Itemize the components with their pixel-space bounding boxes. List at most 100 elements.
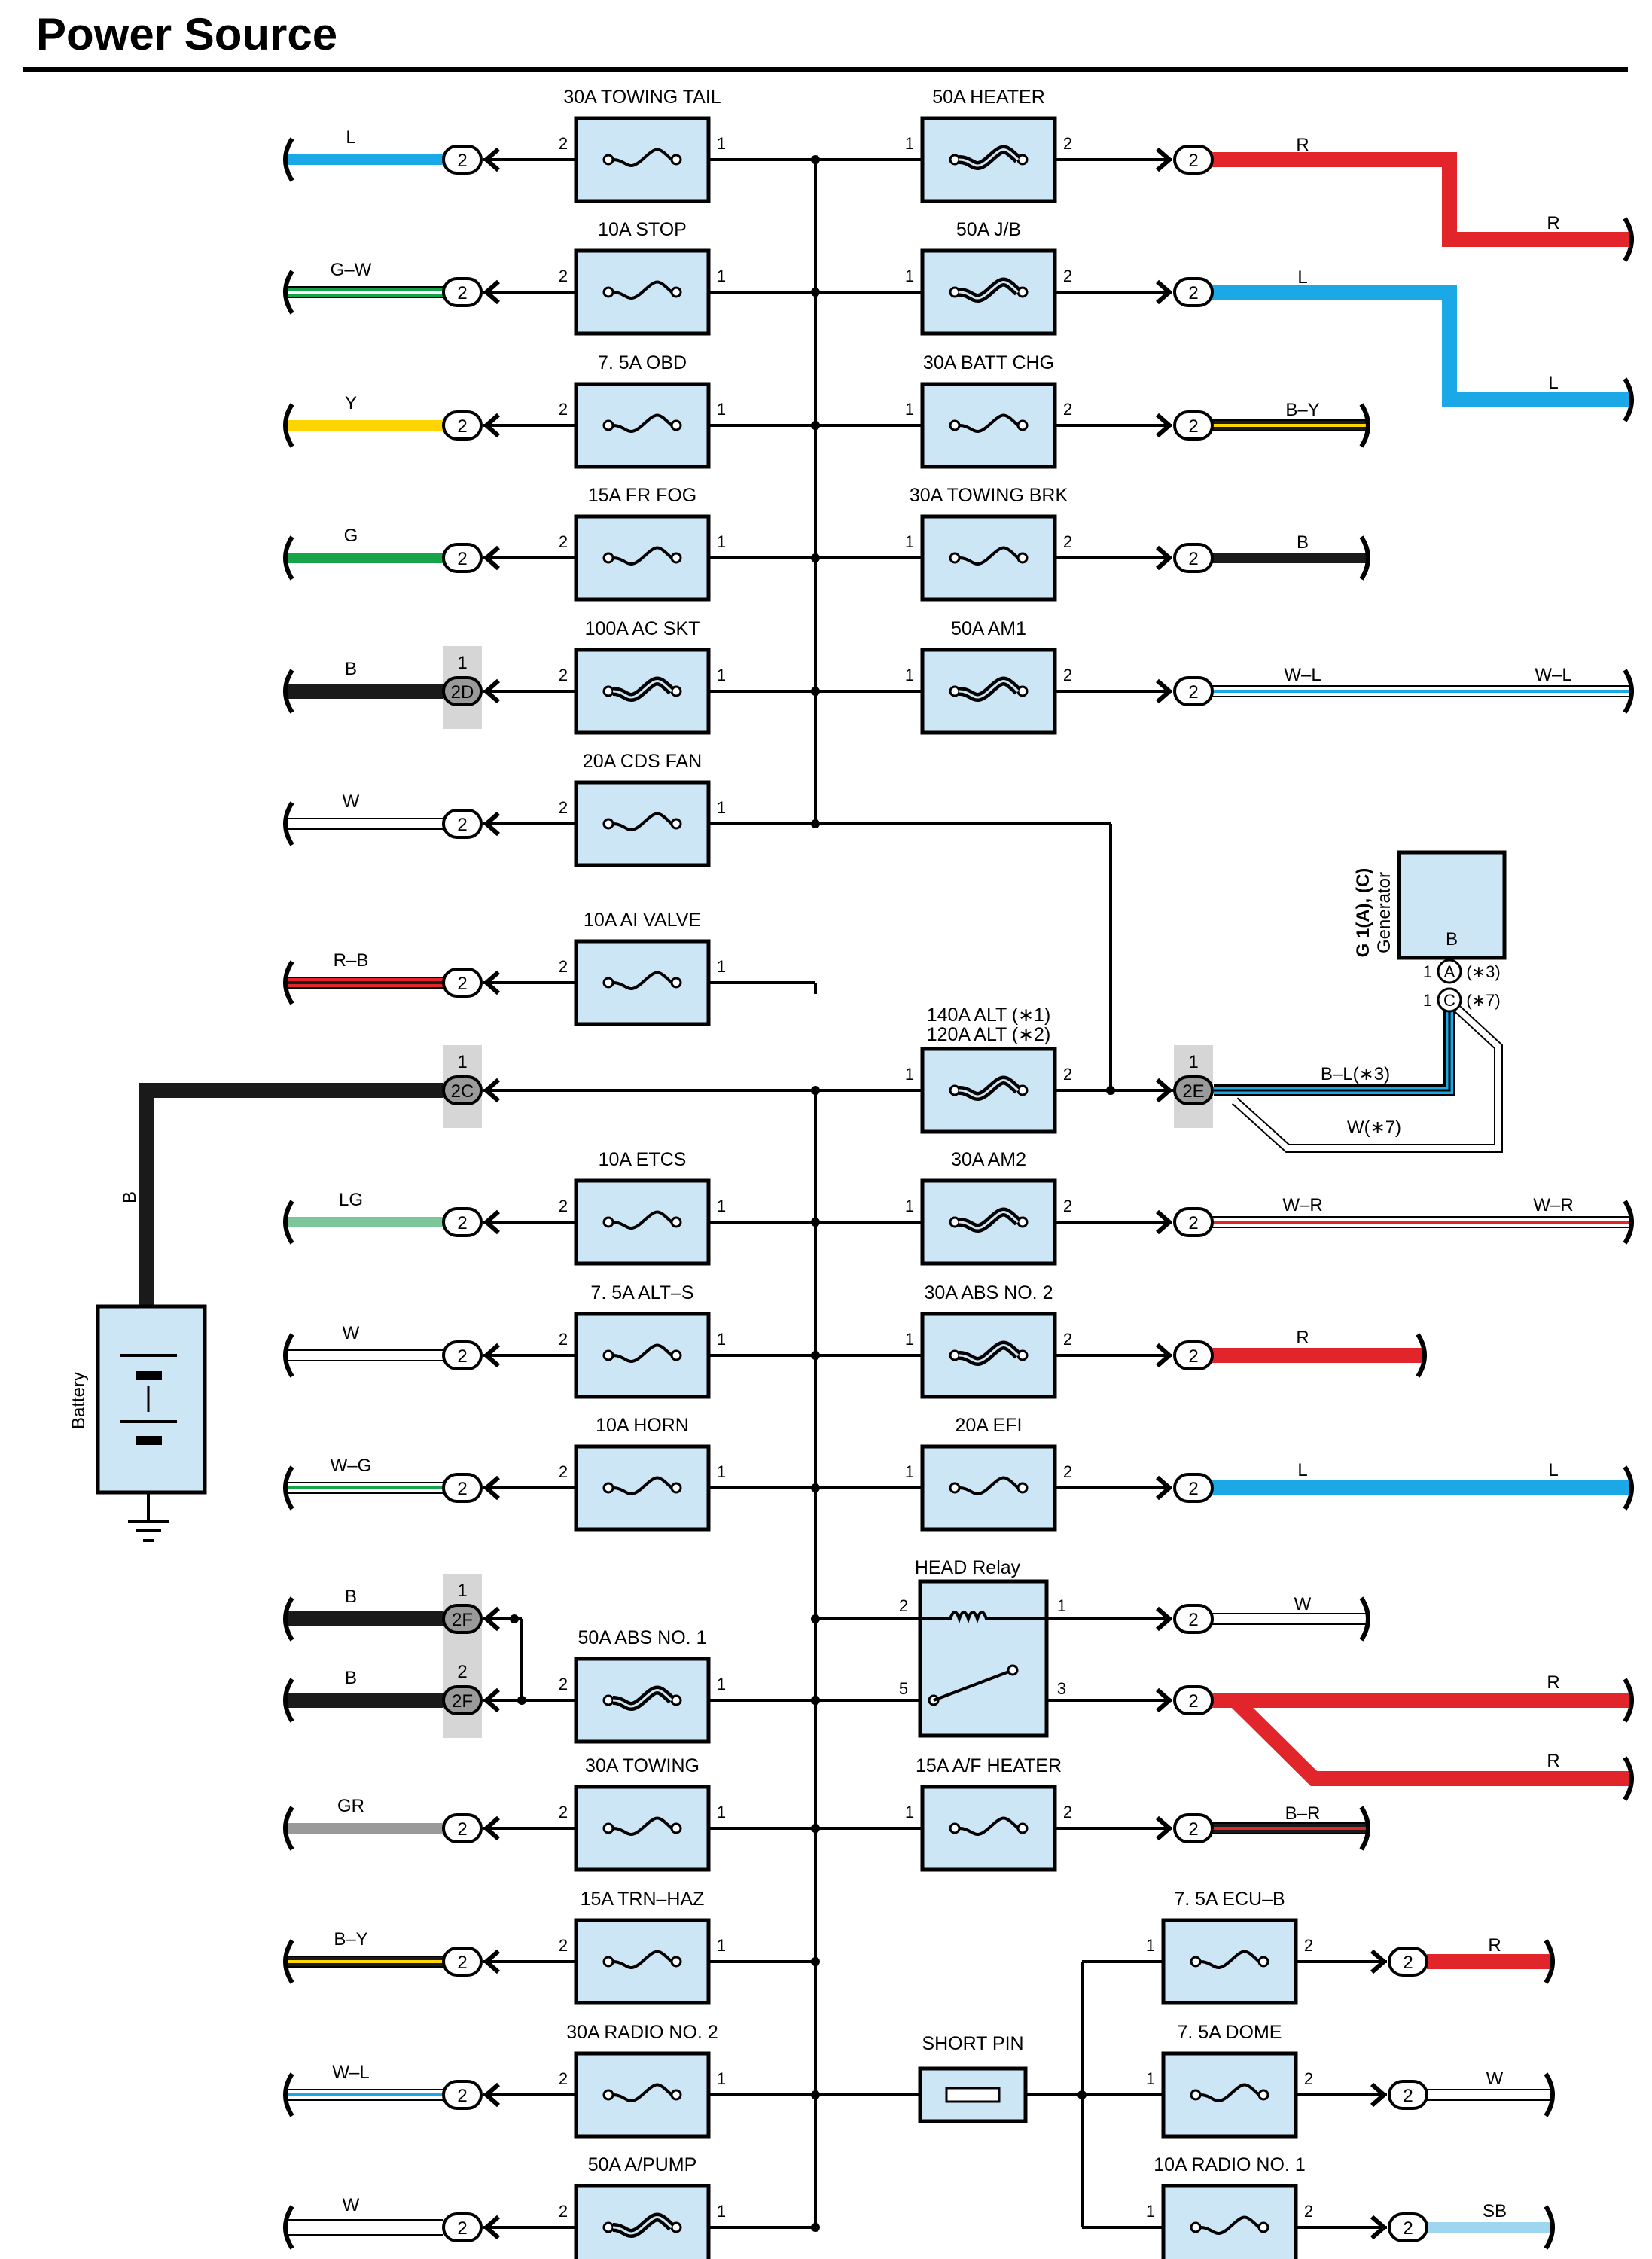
fuse-pin-left-ecu-b: 1 [1146, 1936, 1155, 1955]
fuse-pin-left-horn: 2 [559, 1462, 568, 1481]
connector-relay-3: 2 [1156, 1685, 1214, 1715]
fuse-label-towing: 30A TOWING [585, 1755, 700, 1776]
fuse-terminal [602, 1349, 614, 1361]
connector-fr-fog: 2 [442, 543, 500, 573]
wire-label-stop: G–W [331, 260, 372, 280]
wire-alt-w [1233, 999, 1501, 1151]
wire-label-towing-tail: L [346, 127, 355, 148]
fuse-terminal [602, 1956, 614, 1968]
fuse-label-ac-skt: 100A AC SKT [585, 618, 700, 639]
wire-jb [1212, 285, 1630, 407]
connector-arrow [1156, 1209, 1171, 1235]
relay-switch-blade [933, 1670, 1010, 1702]
connector-pill [1173, 1075, 1214, 1105]
connector-arrow [1156, 1343, 1171, 1368]
fuse-pin-right-heater: 2 [1063, 134, 1072, 153]
connector-battery: 2C [442, 1075, 500, 1105]
fuse-pin-right-trn-haz: 1 [717, 1936, 726, 1955]
fuse-terminal [949, 154, 961, 166]
fuse-ac-skt [574, 648, 711, 735]
fuse-pin-left-efi: 1 [905, 1462, 914, 1481]
connector-pill [442, 968, 483, 998]
battery-body [96, 1304, 207, 1495]
connector-radio-no1: 2 [1370, 2212, 1428, 2242]
fuse-terminal [670, 552, 682, 564]
connector-arrow [1156, 678, 1171, 704]
generator-pin-c: 1 [1423, 991, 1432, 1010]
connector-label: 2F [452, 1691, 473, 1712]
connector-label: 2 [1188, 416, 1198, 437]
fuse-pin-right-af-heater: 2 [1063, 1803, 1072, 1822]
connector-pill [1173, 1340, 1214, 1370]
fuse-label-towing-brk: 30A TOWING BRK [910, 485, 1068, 506]
fuse-trn-haz [574, 1918, 711, 2005]
connector-label: 2 [1403, 1953, 1413, 1973]
wire-label-efi: L [1297, 1460, 1307, 1480]
connector-label: 2 [1188, 151, 1198, 171]
page-title: Power Source [36, 9, 337, 59]
fuse-body [1161, 2051, 1298, 2139]
fuse-pin-left-heater: 1 [905, 134, 914, 153]
generator [1397, 850, 1507, 1013]
connector-pill [1173, 1813, 1214, 1843]
fuse-pin-left-radio-no2: 2 [559, 2069, 568, 2088]
fuse-body [1161, 2184, 1298, 2259]
connector-pin-ac-skt: 1 [457, 653, 467, 673]
fuse-pin-right-etcs: 1 [717, 1197, 726, 1215]
connector-pill [1173, 676, 1214, 706]
fuse-pin-left-af-heater: 1 [905, 1803, 914, 1822]
fuse-pin-left-alt: 1 [905, 1065, 914, 1084]
relay-coil [920, 1611, 1047, 1624]
fuse-label-fr-fog: 15A FR FOG [588, 485, 696, 506]
connector-pill [1173, 1207, 1214, 1237]
generator-terminal: B [1446, 929, 1458, 950]
fuse-label-abs-no2: 30A ABS NO. 2 [925, 1282, 1053, 1303]
fuse-pin-right-towing-tail: 1 [717, 134, 726, 153]
wire-label-heater: R [1296, 135, 1309, 155]
relay-pin-5: 5 [899, 1679, 908, 1698]
bus-junction-ac-skt [811, 687, 820, 696]
fuse-pin-right-ai-valve: 1 [717, 957, 726, 976]
fuse-element-inner [612, 2216, 673, 2235]
bus-junction-obd [811, 421, 820, 430]
fuse-pin-left-towing-tail: 2 [559, 134, 568, 153]
connector-arrow [1156, 413, 1171, 438]
fuse-pin-left-towing: 2 [559, 1803, 568, 1822]
fuse-pin-right-radio-no1: 2 [1304, 2202, 1313, 2221]
wire-label-radio-no1: SB [1483, 2201, 1507, 2221]
short-pin-junction [1077, 2090, 1087, 2099]
fuse-pin-right-ecu-b: 2 [1304, 1936, 1313, 1955]
connector-pill [442, 2080, 483, 2110]
wire-label-alt-bl: B–L(∗3) [1321, 1064, 1390, 1084]
wire-label-towing-brk: B [1297, 532, 1309, 553]
fuse-terminal [670, 286, 682, 298]
fuse-label-alt-2: 120A ALT (∗2) [927, 1024, 1051, 1045]
connector-pill [1173, 1604, 1214, 1634]
fuse-ai-valve [574, 939, 711, 1026]
connector-label: 2 [1188, 1346, 1198, 1367]
wire-label-ac-skt: B [345, 659, 357, 679]
wire-end-af-heater [1359, 1806, 1370, 1851]
fuse-pin-right-a-pump: 1 [717, 2202, 726, 2221]
fuse-terminal [1257, 2221, 1269, 2233]
connector-pill [1388, 1947, 1428, 1977]
fuse-pin-left-obd: 2 [559, 400, 568, 419]
wire-label-am1-2: W–L [1535, 665, 1571, 685]
fuse-element-inner [959, 680, 1020, 699]
bus-junction-etcs [811, 1218, 820, 1227]
fuse-terminal [949, 552, 961, 564]
connector-pill [442, 1340, 483, 1370]
wire-heater [1212, 152, 1630, 247]
fuse-terminal [602, 977, 614, 989]
fuse-batt-chg [920, 382, 1057, 469]
fuse-element [1199, 2215, 1260, 2235]
fuse-pin-left-abs-no1: 2 [559, 1675, 568, 1693]
fuse-terminal [602, 1482, 614, 1494]
head-relay-label: HEAD Relay [915, 1557, 1021, 1578]
connector-arrow [1370, 2215, 1385, 2240]
connector-heater: 2 [1156, 145, 1214, 175]
fuse-pin-left-stop: 2 [559, 267, 568, 285]
wire-end-batt-chg [1359, 403, 1370, 448]
connector-am1: 2 [1156, 676, 1214, 706]
